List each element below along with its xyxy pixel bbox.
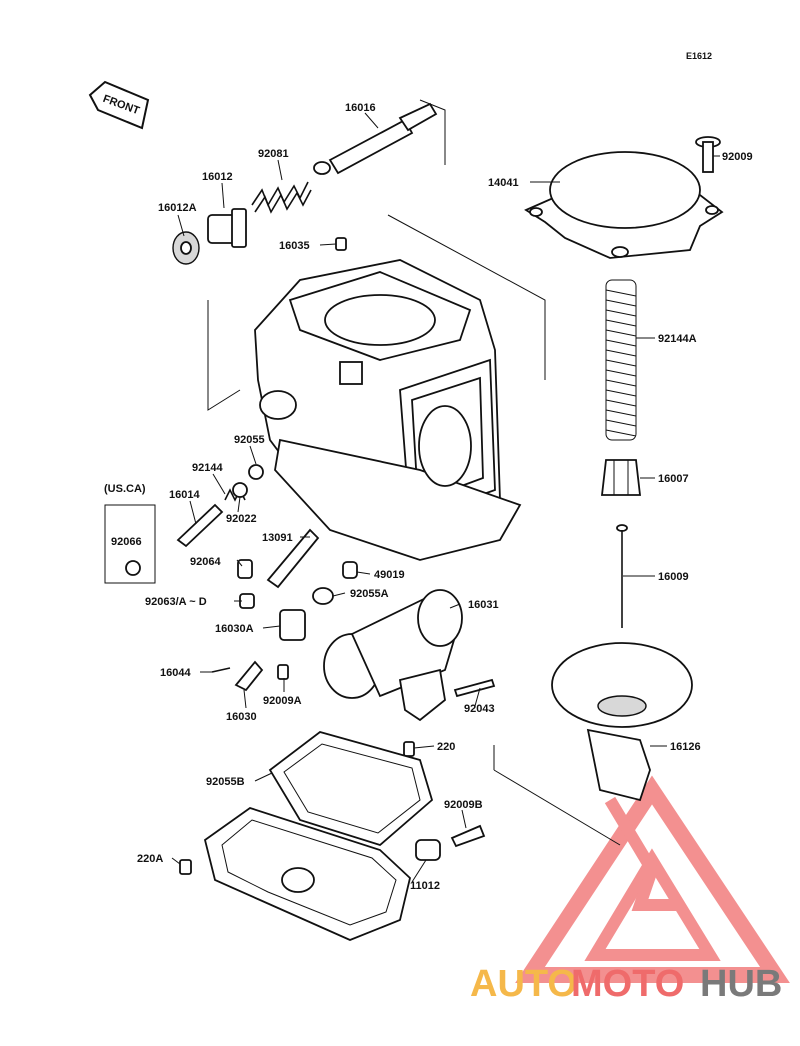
watermark-text: AUTO MOTO HUB	[470, 963, 782, 1005]
part-92009A-screw	[277, 664, 289, 680]
label-92022: 92022	[226, 513, 257, 525]
label-16012: 16012	[202, 171, 233, 183]
part-16126-vacuum-piston	[551, 642, 693, 802]
part-16007-needle-holder	[600, 459, 642, 496]
label-16035: 16035	[279, 240, 310, 252]
label-92055B: 92055B	[206, 776, 245, 788]
label-16030: 16030	[226, 711, 257, 723]
part-16030A-valve-seat	[279, 609, 306, 641]
label-13091: 13091	[262, 532, 293, 544]
label-92009: 92009	[722, 151, 753, 163]
label-14041: 14041	[488, 177, 519, 189]
label-92055: 92055	[234, 434, 265, 446]
part-16016-needle-tube	[313, 102, 438, 175]
watermark-logo	[515, 775, 790, 983]
diagram-code: E1612	[686, 51, 712, 61]
part-14041-top-cover	[524, 151, 724, 259]
part-92009B-screw	[450, 824, 486, 848]
part-16035-plug	[335, 237, 347, 251]
part-49019	[342, 561, 358, 579]
label-220: 220	[437, 741, 455, 753]
part-16014-pilot-screw	[176, 503, 224, 548]
front-arrow: FRONT	[88, 80, 150, 130]
label-16012A: 16012A	[158, 202, 197, 214]
label-16014: 16014	[169, 489, 200, 501]
part-11012-plug	[415, 839, 441, 861]
label-16031: 16031	[468, 599, 499, 611]
part-16031-float	[323, 589, 463, 722]
label-92144A: 92144A	[658, 333, 697, 345]
label-92055A: 92055A	[350, 588, 389, 600]
label-16030A: 16030A	[215, 623, 254, 635]
part-92022-washer	[232, 482, 248, 498]
part-float-chamber	[203, 807, 411, 941]
label-49019: 49019	[374, 569, 405, 581]
watermark-text-moto: MOTO	[571, 963, 684, 1005]
part-220A-screw	[179, 859, 192, 875]
label-92064: 92064	[190, 556, 221, 568]
label-16126: 16126	[670, 741, 701, 753]
label-92144: 92144	[192, 462, 223, 474]
watermark-text-hub: HUB	[700, 963, 782, 1005]
label-us-ca: (US.CA)	[104, 483, 146, 495]
part-16044-pin	[211, 667, 231, 673]
part-92063-jet	[239, 593, 255, 609]
part-92144A-spring	[605, 279, 637, 441]
part-16012A-washer	[172, 231, 200, 265]
leader-lines	[171, 112, 720, 883]
watermark-text-auto: AUTO	[470, 963, 577, 1005]
part-92055-oring	[248, 464, 264, 480]
label-16009: 16009	[658, 571, 689, 583]
part-220-screw	[403, 741, 415, 757]
part-16030-float-valve	[234, 660, 264, 692]
part-92043-pin	[453, 678, 496, 698]
part-92055B-gasket	[268, 731, 434, 847]
part-labels: 16016 92081 16012 16012A 16035 92009 140…	[104, 102, 753, 892]
part-16009-jet-needle	[616, 524, 628, 628]
part-92064-jet	[237, 559, 253, 579]
label-92081: 92081	[258, 148, 289, 160]
label-92009A: 92009A	[263, 695, 302, 707]
part-92055A-oring	[312, 587, 334, 605]
label-16016: 16016	[345, 102, 376, 114]
label-92066: 92066	[111, 536, 142, 548]
part-92009-screw	[695, 136, 721, 173]
label-16007: 16007	[658, 473, 689, 485]
us-ca-box	[104, 504, 156, 584]
part-13091-jet-holder	[266, 528, 320, 589]
carburetor-body	[254, 259, 522, 561]
part-16012-jet	[207, 208, 247, 248]
part-92081-spring	[251, 181, 312, 214]
label-11012: 11012	[410, 880, 440, 892]
label-16044: 16044	[160, 667, 191, 679]
label-92043: 92043	[464, 703, 495, 715]
label-220A: 220A	[137, 853, 163, 865]
label-92063: 92063/A ~ D	[145, 596, 207, 608]
label-92009B: 92009B	[444, 799, 483, 811]
leader-brackets	[207, 99, 621, 846]
